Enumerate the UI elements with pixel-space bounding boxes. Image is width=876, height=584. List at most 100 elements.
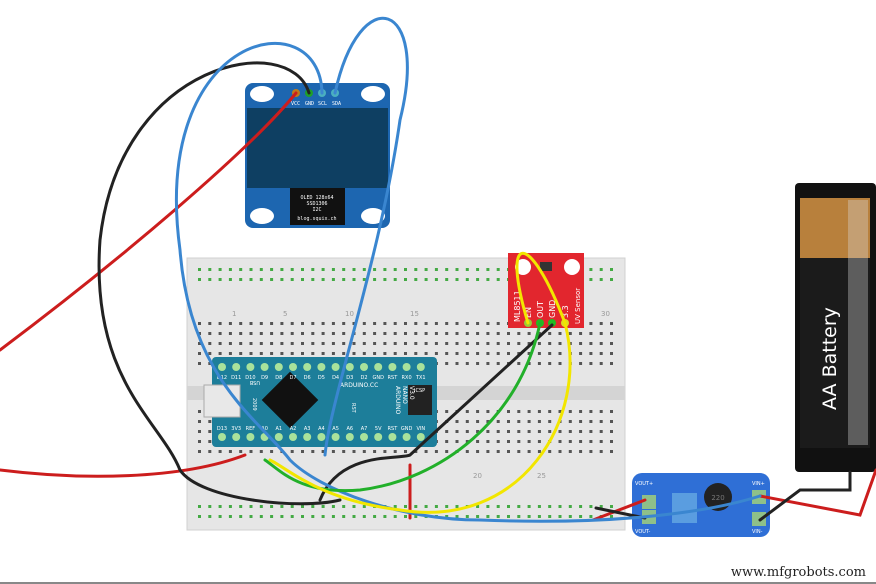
breadboard-hole [517, 505, 521, 508]
col-number: 10 [345, 310, 354, 318]
breadboard-hole [198, 420, 201, 423]
breadboard-hole [208, 420, 212, 423]
breadboard-hole [476, 505, 480, 508]
breadboard-hole [208, 515, 212, 518]
pin-header[interactable] [218, 363, 226, 371]
breadboard-hole [568, 440, 572, 443]
breadboard-hole [270, 278, 274, 281]
model-label: NANO [401, 386, 408, 404]
breadboard-hole [259, 450, 263, 453]
breadboard-hole [465, 278, 469, 281]
breadboard-hole [352, 515, 356, 518]
pin-header[interactable] [218, 433, 226, 441]
breadboard-hole [599, 332, 603, 335]
boost-converter[interactable]: VOUT+ VOUT- VIN+ VIN- 220 [632, 473, 770, 537]
breadboard-hole [218, 450, 222, 453]
pin-header[interactable] [402, 433, 411, 441]
pin-header[interactable] [345, 433, 354, 441]
breadboard-hole [496, 268, 500, 271]
pin-header[interactable] [260, 363, 269, 371]
pin-header[interactable] [232, 433, 241, 441]
pin-header[interactable] [416, 363, 425, 371]
breadboard-hole [496, 352, 500, 355]
pin-header[interactable] [388, 363, 397, 371]
pin-header[interactable] [317, 363, 326, 371]
breadboard-hole [610, 420, 613, 423]
pin-header[interactable] [360, 363, 368, 371]
breadboard-hole [321, 515, 325, 518]
aa-battery-holder[interactable]: AA Battery [795, 183, 876, 472]
breadboard-hole [558, 362, 562, 365]
breadboard-hole [228, 352, 232, 355]
breadboard-hole [517, 450, 521, 453]
breadboard-hole [373, 278, 377, 281]
pin-label: D4 [332, 375, 339, 381]
breadboard-hole [301, 268, 304, 271]
pin-label: RST [388, 375, 399, 381]
pin-header[interactable] [331, 363, 340, 371]
breadboard-hole [548, 352, 552, 355]
pin-header[interactable] [374, 363, 383, 371]
pin-header[interactable] [331, 433, 340, 441]
breadboard-hole [321, 278, 325, 281]
breadboard-hole [558, 450, 562, 453]
breadboard-hole [599, 342, 603, 345]
breadboard-hole [393, 322, 397, 325]
breadboard-hole [527, 410, 531, 413]
pin-header[interactable] [289, 433, 297, 441]
pin-header[interactable] [303, 363, 312, 371]
breadboard-hole [373, 342, 377, 345]
breadboard-hole [424, 450, 428, 453]
breadboard-hole [228, 332, 232, 335]
breadboard-hole [610, 332, 613, 335]
breadboard-hole [610, 450, 613, 453]
breadboard-hole [537, 332, 541, 335]
breadboard-hole [414, 352, 418, 355]
pin-header[interactable] [416, 433, 425, 441]
pin-header[interactable] [246, 363, 255, 371]
pin-header[interactable] [274, 433, 283, 441]
breadboard-hole [476, 420, 480, 423]
pin-header[interactable] [345, 363, 354, 371]
pin-label: A7 [361, 426, 368, 432]
usb-label: USB [249, 379, 260, 385]
pin-header[interactable] [289, 363, 297, 371]
breadboard-hole [249, 268, 253, 271]
breadboard-hole [259, 268, 263, 271]
breadboard-hole [579, 430, 583, 433]
pin-label: D2 [360, 375, 367, 381]
breadboard-hole [527, 352, 531, 355]
breadboard-hole [290, 450, 294, 453]
wire-black [97, 61, 342, 506]
pin-header[interactable] [317, 433, 326, 441]
breadboard-hole [455, 515, 459, 518]
breadboard-hole [548, 450, 552, 453]
breadboard-hole [527, 450, 531, 453]
pin-header[interactable] [232, 363, 241, 371]
breadboard-hole [537, 352, 541, 355]
pin-header[interactable] [246, 433, 255, 441]
breadboard-hole [270, 505, 274, 508]
pin-header[interactable] [402, 363, 411, 371]
breadboard-hole [259, 278, 263, 281]
breadboard-hole [599, 430, 603, 433]
pin-label: TX1 [415, 375, 426, 381]
breadboard-hole [239, 450, 243, 453]
pin-header[interactable] [303, 433, 312, 441]
pin-header[interactable] [374, 433, 383, 441]
uv-sensor[interactable]: ML8511 EN OUT GND 3.3 UV Sensor [508, 253, 584, 328]
oled-display[interactable]: VCC GND SCL SDA OLED 128x64 SSD1306 I2C … [245, 83, 390, 228]
pin-header[interactable] [360, 433, 368, 441]
pin-label: OUT [536, 301, 545, 318]
breadboard-hole [239, 332, 243, 335]
pin-header[interactable] [274, 363, 283, 371]
breadboard-hole [465, 410, 469, 413]
breadboard-hole [208, 440, 212, 443]
breadboard-hole [311, 322, 315, 325]
pin-header[interactable] [388, 433, 397, 441]
breadboard-hole [568, 450, 572, 453]
breadboard-hole [455, 362, 459, 365]
breadboard-hole [476, 268, 480, 271]
breadboard-hole [301, 342, 304, 345]
